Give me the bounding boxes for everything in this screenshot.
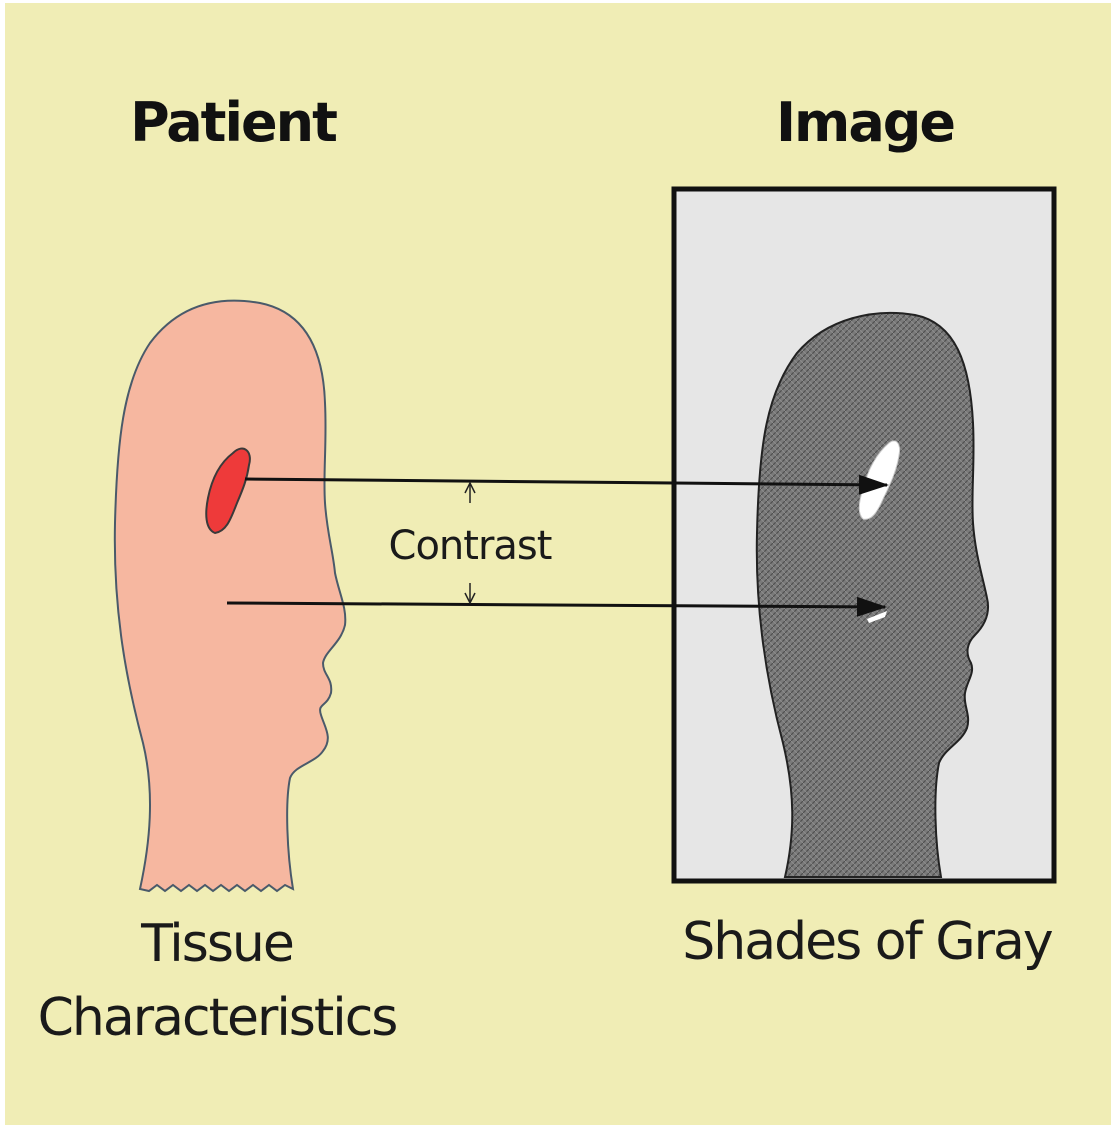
tissue-label-line2: Characteristics bbox=[38, 988, 397, 1048]
tissue-label-line1: Tissue bbox=[140, 914, 293, 974]
contrast-label: Contrast bbox=[389, 523, 552, 569]
shades-label: Shades of Gray bbox=[682, 912, 1053, 972]
image-title: Image bbox=[776, 91, 954, 154]
diagram-panel: Patient Image Contrast bbox=[5, 3, 1111, 1125]
patient-title: Patient bbox=[130, 91, 337, 154]
contrast-diagram: Patient Image Contrast bbox=[5, 3, 1111, 1125]
